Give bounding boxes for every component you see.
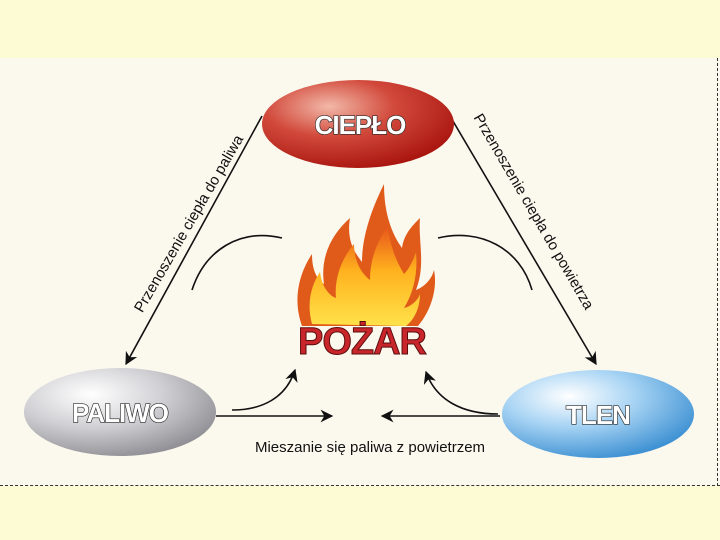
center-label-fire: POŻAR xyxy=(298,321,427,363)
arrow-oxygen-to-fire xyxy=(423,370,499,415)
node-fuel: PALIWO xyxy=(24,368,216,456)
arrow-fuel-to-fire xyxy=(231,368,298,411)
node-heat-label: CIEPŁO xyxy=(315,110,407,140)
diagram-panel: Przenoszenie ciepła do paliwa Przenoszen… xyxy=(0,58,720,486)
curve-heat-left xyxy=(191,234,283,291)
node-oxygen-label: TLEN xyxy=(566,400,630,430)
node-fuel-label: PALIWO xyxy=(72,398,169,428)
edge-label-heat-to-fuel: Przenoszenie ciepła do paliwa xyxy=(131,132,247,316)
curve-heat-right xyxy=(437,234,533,291)
fire-triangle-diagram: Przenoszenie ciepła do paliwa Przenoszen… xyxy=(24,80,694,458)
arrow-heat-to-fuel xyxy=(125,115,263,366)
panel-right-border xyxy=(717,58,718,486)
edge-label-heat-to-air: Przenoszenie ciepła do powietrza xyxy=(470,111,597,313)
arrow-heat-to-air xyxy=(449,115,597,366)
node-heat: CIEPŁO xyxy=(262,80,454,168)
flame-icon xyxy=(297,184,436,326)
panel-bottom-border xyxy=(0,485,720,486)
node-oxygen: TLEN xyxy=(502,370,694,458)
edge-label-mixing: Mieszanie się paliwa z powietrzem xyxy=(255,439,485,456)
